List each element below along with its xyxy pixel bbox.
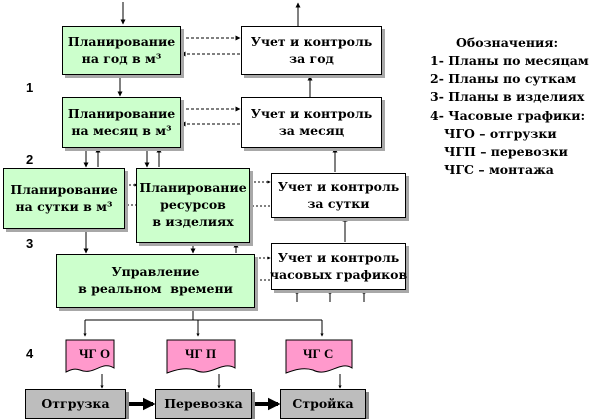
level-number-2: 2 (26, 152, 34, 167)
legend-item-2: 2- Планы по суткам (430, 71, 577, 87)
operation-shipping-box: Отгрузка (25, 389, 126, 419)
legend-item-3: 3- Планы в изделиях (430, 89, 585, 105)
realtime-control-label: Управление в реальном времени (78, 264, 233, 296)
realtime-control-box: Управление в реальном времени (56, 254, 255, 308)
control-year-box: Учет и контроль за год (241, 26, 382, 75)
control-hourly-label: Учет и контроль часовых графиков (269, 249, 408, 282)
legend-item-1: 1- Планы по месяцам (430, 53, 589, 69)
operation-shipping-label: Отгрузка (41, 395, 110, 411)
document-cho-label: ЧГ О (79, 346, 111, 361)
legend-item-4: 4- Часовые графики: (430, 107, 586, 123)
operation-assembly-box: Стройка (280, 389, 366, 419)
plan-resources-label: Планирование ресурсов в изделиях (139, 180, 247, 229)
plan-year-box: Планирование на год в м³ (62, 26, 181, 75)
document-chs-shape (285, 339, 353, 374)
document-chp-shape (166, 339, 236, 374)
legend-subitem-chs: ЧГС – монтажа (444, 161, 554, 177)
legend-title: Обозначения: (456, 35, 559, 50)
plan-month-box: Планирование на месяц в м³ (62, 97, 181, 148)
control-year-label: Учет и контроль за год (250, 33, 373, 66)
plan-resources-box: Планирование ресурсов в изделиях (136, 168, 250, 243)
plan-month-label: Планирование на месяц в м³ (67, 105, 176, 138)
plan-year-label: Планирование на год в м³ (67, 33, 176, 66)
operation-transport-box: Перевозка (155, 389, 252, 419)
operation-transport-label: Перевозка (164, 395, 243, 411)
document-cho-shape (65, 339, 115, 373)
control-hourly-box: Учет и контроль часовых графиков (269, 243, 408, 290)
level-number-1: 1 (26, 80, 34, 95)
legend-subitem-chp: ЧГП – перевозки (444, 143, 568, 159)
control-day-label: Учет и контроль за сутки (277, 178, 400, 211)
control-month-box: Учет и контроль за месяц (241, 97, 382, 148)
control-day-box: Учет и контроль за сутки (271, 173, 406, 218)
plan-day-box: Планирование на сутки в м³ (3, 168, 125, 229)
legend: Обозначения: 1- Планы по месяцам 2- План… (430, 34, 610, 179)
level-number-4: 4 (26, 346, 34, 361)
control-month-label: Учет и контроль за месяц (250, 105, 373, 138)
level-number-3: 3 (26, 236, 34, 251)
plan-day-label: Планирование на сутки в м³ (10, 181, 118, 214)
document-chs-label: ЧГ С (303, 346, 334, 361)
document-chp-label: ЧГ П (185, 346, 217, 361)
legend-subitem-cho: ЧГО – отгрузки (444, 125, 557, 141)
operation-assembly-label: Стройка (292, 395, 354, 411)
